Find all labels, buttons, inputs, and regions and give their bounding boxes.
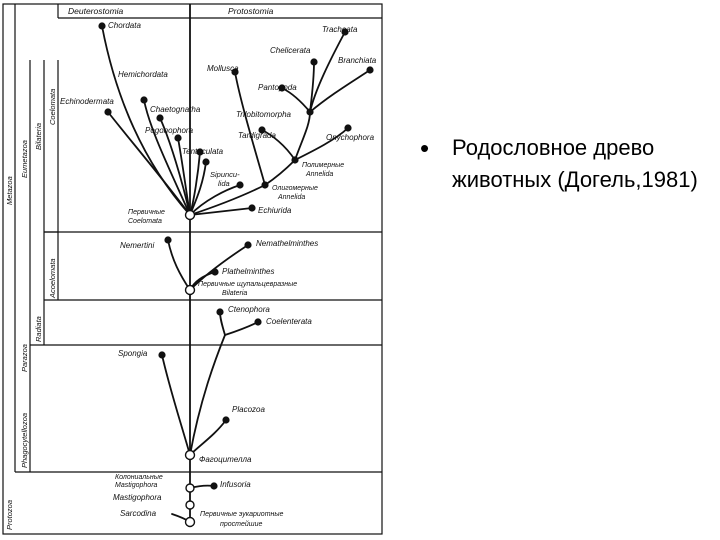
label-chordata: Chordata <box>108 21 141 30</box>
label-mollusca: Mollusca <box>207 64 239 73</box>
label-annelida-olig-1: Олигомерные <box>272 185 318 192</box>
header-deuterostomia: Deuterostomia <box>68 6 124 16</box>
side-label-eumetazoa: Eumetazoa <box>20 140 29 178</box>
label-tentaculata: Tentaculata <box>182 147 224 156</box>
header-protostomia: Protostomia <box>228 6 274 16</box>
label-coelomata-primary-1: Первичные <box>128 209 165 216</box>
taxon-labels: Chordata Tracheata Chelicerata Branchiat… <box>60 21 377 528</box>
label-annelida-olig-2: Annelida <box>277 194 305 201</box>
side-label-radiata: Radiata <box>34 316 43 342</box>
label-spongia: Spongia <box>118 349 148 358</box>
label-mastigophora: Mastigophora <box>113 493 162 502</box>
diagram-frame <box>2 3 383 535</box>
label-placozoa: Placozoa <box>232 405 265 414</box>
side-label-metazoa: Metazoa <box>5 176 14 205</box>
label-annelida-poly-1: Полимерные <box>302 162 344 169</box>
label-pantopoda: Pantopoda <box>258 83 297 92</box>
label-sarcodina: Sarcodina <box>120 509 157 518</box>
label-onychophora: Onychophora <box>326 133 375 142</box>
slide-caption: Родословное древо животных (Догель,1981) <box>452 135 698 192</box>
label-trilobitomorpha: Trilobitomorpha <box>236 110 292 119</box>
label-chelicerata: Chelicerata <box>270 46 311 55</box>
label-coelomata-primary-2: Coelomata <box>128 218 162 225</box>
side-label-phagocytellozoa: Phagocytellozoa <box>20 413 29 468</box>
label-nemathelminthes: Nemathelminthes <box>256 239 318 248</box>
label-sipunculida-2: lida <box>218 179 230 188</box>
label-infusoria: Infusoria <box>220 480 251 489</box>
bullet-point-icon: • <box>420 133 430 163</box>
label-bilateria-primary-2: Bilateria <box>222 290 247 297</box>
label-plathelminthes: Plathelminthes <box>222 267 274 276</box>
phylogenetic-tree-diagram: Deuterostomia Protostomia Metazoa Eumeta… <box>2 3 383 535</box>
label-echinodermata: Echinodermata <box>60 97 114 106</box>
side-label-bilateria: Bilateria <box>34 123 43 150</box>
label-phagocytella: Фагоцителла <box>199 455 252 464</box>
label-nemertini: Nemertini <box>120 241 154 250</box>
label-branchiata: Branchiata <box>338 56 377 65</box>
label-eukaryotes-primary-2: простейшие <box>220 520 262 528</box>
label-chaetognatha: Chaetognatha <box>150 105 201 114</box>
side-label-parazoa: Parazoa <box>20 344 29 372</box>
tree-branches <box>101 25 371 523</box>
label-ctenophora: Ctenophora <box>228 305 270 314</box>
side-label-protozoa: Protozoa <box>5 500 14 530</box>
side-label-coelomata: Coelomata <box>48 89 57 125</box>
ancestral-nodes <box>184 209 196 528</box>
label-eukaryotes-primary-1: Первичные эукариотные <box>200 511 284 518</box>
label-mastigophora-colonial-1: Колониальные <box>115 474 163 481</box>
label-annelida-poly-2: Annelida <box>305 171 333 178</box>
side-label-acoelomata: Acoelomata <box>48 258 57 299</box>
terminal-nodes <box>98 22 374 490</box>
label-mastigophora-colonial-2: Mastigophora <box>115 482 158 489</box>
label-pogonophora: Pogonophora <box>145 126 194 135</box>
label-tardigrada: Tardigrada <box>238 131 277 140</box>
label-coelenterata: Coelenterata <box>266 317 312 326</box>
side-labels: Metazoa Eumetazoa Bilateria Coelomata Ac… <box>5 89 57 530</box>
label-hemichordata: Hemichordata <box>118 70 168 79</box>
label-echiurida: Echiurida <box>258 206 292 215</box>
label-bilateria-primary-1: Первичные щупальцевразные <box>198 281 297 288</box>
label-sipunculida-1: Sipuncu- <box>210 170 240 179</box>
label-tracheata: Tracheata <box>322 25 358 34</box>
